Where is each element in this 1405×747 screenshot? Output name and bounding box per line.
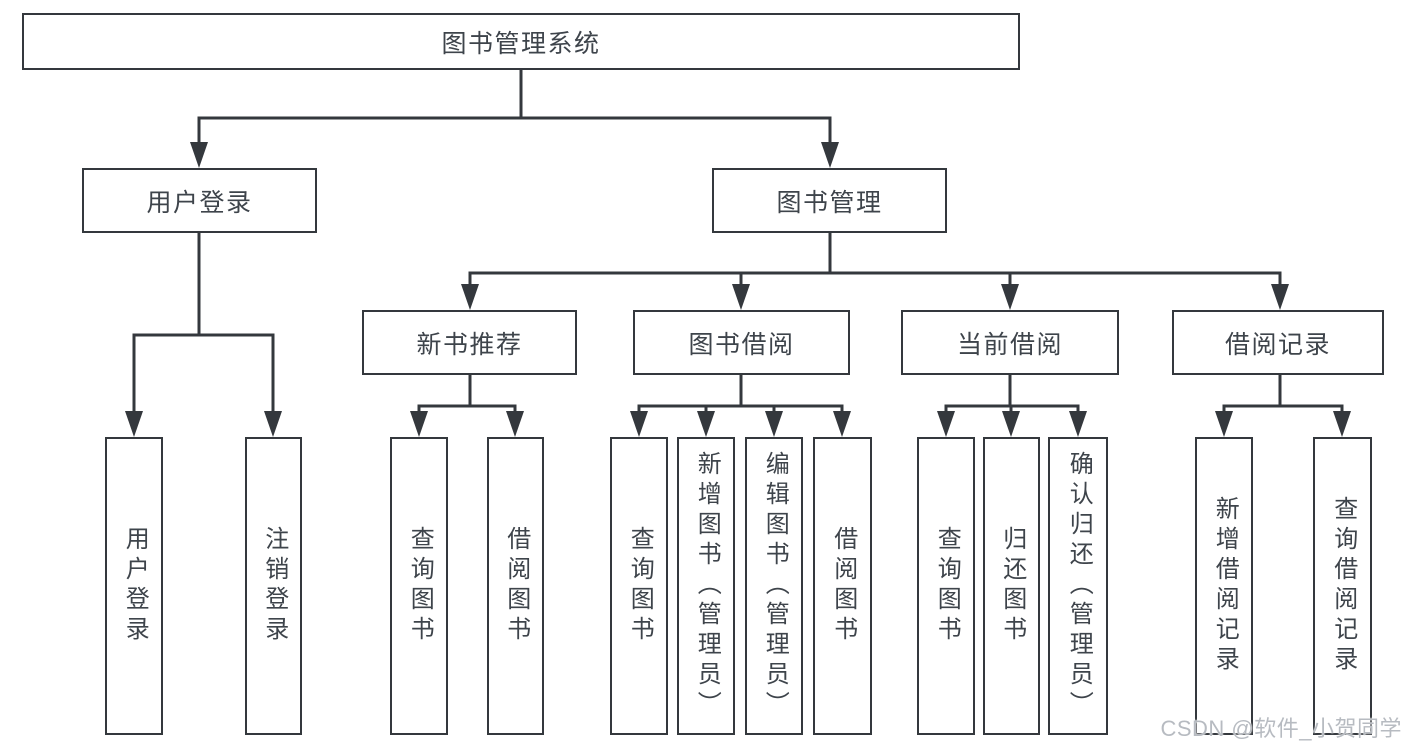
node-label: 用户登录 [146, 188, 253, 217]
node-label: 新增图书（管理员） [693, 451, 721, 721]
node-query-books-2: 查询图书 [610, 437, 668, 735]
node-query-borrow-record: 查询借阅记录 [1313, 437, 1372, 735]
node-label: 图书管理 [776, 188, 883, 217]
node-label: 查询图书 [933, 526, 961, 646]
node-label: 编辑图书（管理员） [761, 451, 789, 721]
node-label: 借阅图书 [829, 526, 857, 646]
watermark: CSDN @软件_小贺同学 [1160, 716, 1402, 741]
node-label: 查询借阅记录 [1329, 496, 1357, 676]
node-current-borrow: 当前借阅 [901, 310, 1119, 375]
node-label: 用户登录 [121, 526, 149, 646]
node-query-books-3: 查询图书 [917, 437, 975, 735]
node-borrow-books-1: 借阅图书 [487, 437, 544, 735]
node-label: 图书借阅 [688, 330, 795, 359]
node-edit-books-admin: 编辑图书（管理员） [745, 437, 803, 735]
node-add-books-admin: 新增图书（管理员） [677, 437, 735, 735]
node-book-mgmt: 图书管理 [712, 168, 947, 233]
node-label: 查询图书 [626, 526, 654, 646]
node-label: 借阅图书 [502, 526, 530, 646]
node-borrow-records: 借阅记录 [1172, 310, 1384, 375]
node-user-login: 用户登录 [82, 168, 317, 233]
node-book-borrow: 图书借阅 [633, 310, 850, 375]
node-label: 新增借阅记录 [1211, 496, 1239, 676]
node-borrow-books-2: 借阅图书 [813, 437, 872, 735]
node-add-borrow-record: 新增借阅记录 [1195, 437, 1253, 735]
node-logout: 注销登录 [245, 437, 302, 735]
node-label: 确认归还（管理员） [1065, 451, 1093, 721]
node-confirm-return-admin: 确认归还（管理员） [1048, 437, 1108, 735]
node-label: 借阅记录 [1224, 330, 1331, 359]
node-user-login-v: 用户登录 [105, 437, 163, 735]
node-new-book-rec: 新书推荐 [362, 310, 577, 375]
node-root: 图书管理系统 [22, 13, 1020, 70]
node-label: 当前借阅 [956, 330, 1063, 359]
node-label: 查询图书 [406, 526, 434, 646]
node-label: 新书推荐 [416, 330, 523, 359]
node-return-books: 归还图书 [983, 437, 1040, 735]
node-label: 注销登录 [260, 526, 288, 646]
node-query-books-1: 查询图书 [390, 437, 448, 735]
node-label: 图书管理系统 [441, 29, 601, 58]
node-label: 归还图书 [998, 526, 1026, 646]
